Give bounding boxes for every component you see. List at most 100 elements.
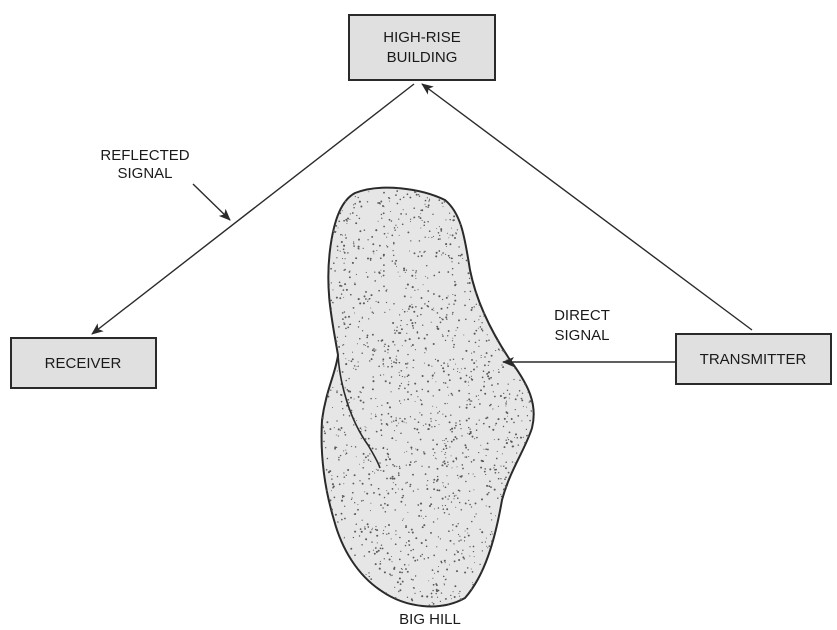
hill-stipple-dot (447, 233, 448, 234)
hill-stipple-dot (495, 425, 496, 426)
hill-stipple-dot (383, 264, 385, 266)
hill-stipple-dot (432, 578, 433, 579)
hill-stipple-dot (458, 593, 459, 594)
hill-stipple-dot (378, 272, 380, 274)
hill-stipple-dot (363, 462, 364, 463)
hill-stipple-dot (469, 403, 471, 405)
hill-stipple-dot (505, 467, 507, 469)
hill-stipple-dot (432, 569, 434, 571)
hill-stipple-dot (492, 533, 493, 534)
hill-stipple-dot (372, 349, 374, 351)
hill-stipple-dot (471, 506, 472, 507)
hill-stipple-dot (399, 199, 401, 201)
hill-stipple-dot (436, 443, 438, 445)
hill-stipple-dot (498, 439, 500, 441)
hill-stipple-dot (438, 271, 440, 273)
hill-stipple-dot (445, 457, 446, 458)
hill-stipple-dot (520, 437, 522, 439)
hill-stipple-dot (391, 366, 393, 368)
hill-stipple-dot (502, 366, 504, 368)
hill-stipple-dot (444, 440, 445, 441)
hill-stipple-dot (367, 301, 368, 302)
hill-stipple-dot (389, 458, 391, 460)
hill-stipple-dot (445, 598, 447, 600)
hill-stipple-dot (494, 396, 496, 398)
hill-stipple-dot (528, 436, 529, 437)
hill-stipple-dot (451, 501, 452, 502)
hill-stipple-dot (471, 353, 472, 354)
hill-stipple-dot (444, 463, 446, 465)
hill-stipple-dot (402, 223, 404, 225)
hill-stipple-dot (350, 213, 351, 214)
hill-stipple-dot (458, 478, 459, 479)
hill-stipple-dot (431, 322, 432, 323)
hill-stipple-dot (336, 340, 338, 342)
hill-stipple-dot (474, 438, 475, 439)
hill-stipple-dot (425, 539, 427, 541)
hill-stipple-dot (398, 591, 399, 592)
hill-stipple-dot (377, 469, 379, 471)
hill-stipple-dot (429, 604, 431, 606)
hill-stipple-dot (358, 248, 359, 249)
hill-stipple-dot (442, 414, 443, 415)
hill-stipple-dot (471, 588, 472, 589)
hill-stipple-dot (457, 551, 459, 553)
hill-stipple-dot (435, 255, 437, 257)
hill-stipple-dot (368, 459, 370, 461)
hill-stipple-dot (407, 311, 408, 312)
hill-stipple-dot (409, 251, 410, 252)
hill-stipple-dot (415, 275, 416, 276)
hill-stipple-dot (372, 243, 374, 245)
hill-stipple-dot (368, 478, 370, 480)
hill-stipple-dot (452, 268, 454, 270)
hill-stipple-dot (383, 192, 385, 194)
hill-stipple-dot (401, 420, 403, 422)
hill-stipple-dot (506, 401, 507, 402)
hill-stipple-dot (383, 360, 384, 361)
hill-stipple-dot (462, 452, 464, 454)
hill-stipple-dot (414, 290, 415, 291)
hill-stipple-dot (352, 262, 354, 264)
hill-stipple-dot (429, 200, 430, 201)
hill-stipple-dot (471, 378, 472, 379)
hill-stipple-dot (470, 371, 471, 372)
hill-stipple-dot (351, 410, 353, 412)
hill-stipple-dot (374, 350, 376, 352)
hill-stipple-dot (356, 215, 357, 216)
hill-stipple-dot (465, 447, 467, 449)
hill-stipple-dot (388, 456, 389, 457)
hill-stipple-dot (450, 540, 451, 541)
hill-stipple-dot (380, 201, 382, 203)
hill-stipple-dot (352, 492, 354, 494)
hill-stipple-dot (424, 204, 425, 205)
hill-stipple-dot (393, 478, 395, 480)
hill-stipple-dot (427, 428, 429, 430)
hill-stipple-dot (360, 400, 362, 402)
hill-stipple-dot (420, 213, 421, 214)
hill-stipple-dot (383, 447, 384, 448)
hill-stipple-dot (480, 389, 482, 391)
hill-stipple-dot (471, 521, 472, 522)
hill-stipple-dot (375, 529, 377, 531)
hill-stipple-dot (359, 480, 360, 481)
hill-stipple-dot (358, 239, 360, 241)
hill-stipple-dot (411, 322, 413, 324)
hill-stipple-dot (388, 524, 390, 526)
hill-stipple-dot (406, 451, 407, 452)
hill-stipple-dot (455, 457, 457, 459)
hill-stipple-dot (358, 246, 360, 248)
hill-stipple-dot (478, 346, 479, 347)
hill-stipple-dot (491, 519, 492, 520)
hill-stipple-dot (411, 453, 413, 455)
hill-stipple-dot (376, 529, 378, 531)
hill-stipple-dot (383, 270, 385, 272)
hill-stipple-dot (417, 396, 418, 397)
hill-stipple-dot (483, 423, 485, 425)
hill-stipple-dot (508, 472, 510, 474)
hill-stipple-dot (398, 388, 400, 390)
hill-stipple-dot (338, 346, 340, 348)
hill-stipple-dot (336, 257, 337, 258)
hill-stipple-dot (437, 312, 439, 314)
hill-stipple-dot (468, 393, 469, 394)
hill-stipple-dot (418, 289, 419, 290)
